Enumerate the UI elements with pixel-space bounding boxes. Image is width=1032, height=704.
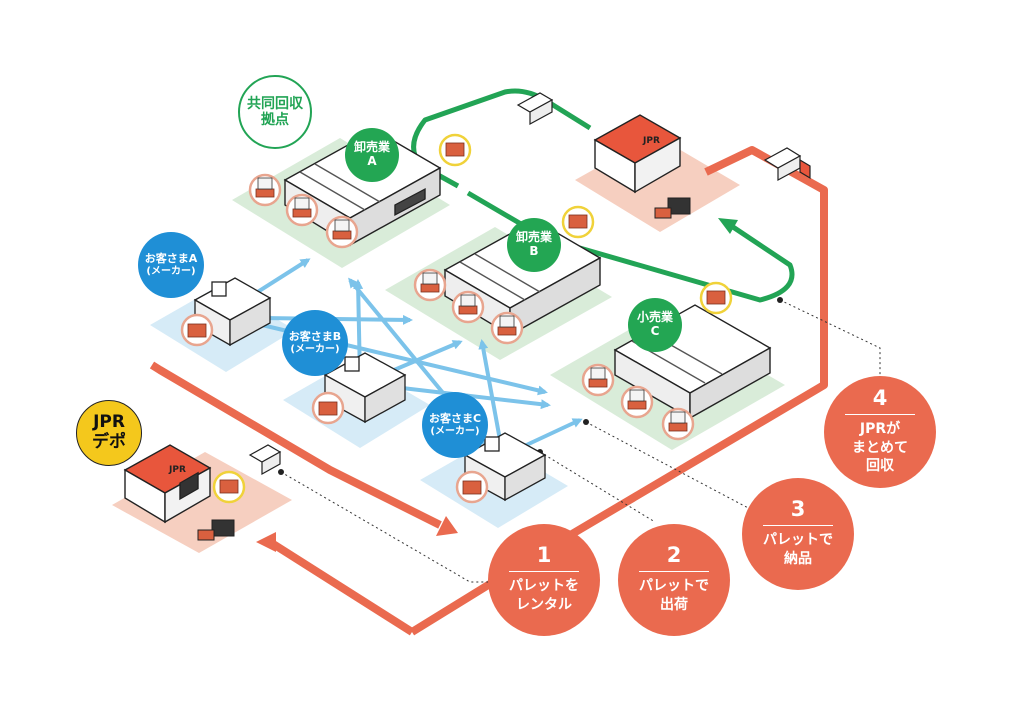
retail-c-letter: C [650, 324, 660, 338]
customer-b-sub: (メーカー) [290, 343, 340, 355]
step-3-text: パレットで 納品 [763, 532, 833, 567]
depot-bubble: JPR デポ [76, 400, 142, 466]
customer-a-label: お客さまA [144, 251, 198, 265]
retail-c-bubble: 小売業 C [628, 298, 682, 352]
customer-b-label: お客さまB [288, 329, 342, 343]
customer-c-bubble: お客さまC (メーカー) [422, 392, 488, 458]
collection-point-bubble: 共同回収 拠点 [238, 75, 312, 149]
customer-b-bubble: お客さまB (メーカー) [282, 310, 348, 376]
step-1-number: 1 [509, 545, 579, 573]
step-1: 1 パレットを レンタル [488, 524, 600, 636]
depot-building-sign: JPR [168, 465, 186, 475]
wholesale-b-label: 卸売業 [515, 230, 552, 245]
step-2-number: 2 [639, 545, 709, 573]
step-3: 3 パレットで 納品 [742, 478, 854, 590]
step-2: 2 パレットで 出荷 [618, 524, 730, 636]
factory-b [323, 352, 407, 424]
truck-icon [763, 147, 811, 182]
jpr-depot-building [123, 444, 212, 524]
step-4-number: 4 [845, 387, 915, 415]
wholesale-b-letter: B [529, 244, 539, 258]
wholesale-a-bubble: 卸売業 A [345, 128, 399, 182]
factory-c [463, 432, 547, 502]
wholesale-b-bubble: 卸売業 B [507, 218, 561, 272]
depot-label: JPR [93, 412, 125, 433]
customer-c-sub: (メーカー) [430, 425, 480, 437]
truck-icon [248, 444, 282, 476]
depot-ground [112, 452, 292, 553]
wholesale-a-letter: A [367, 154, 377, 168]
collection-building-sign: JPR [642, 136, 660, 146]
retail-c-label: 小売業 [636, 310, 673, 325]
leader-lines [280, 299, 881, 583]
collection-arrow [718, 218, 738, 234]
customer-a-bubble: お客さまA (メーカー) [138, 232, 204, 298]
return-line-bottom [267, 538, 415, 636]
site-pallet-circles [180, 173, 695, 504]
collection-point-label: 共同回収 拠点 [247, 95, 303, 128]
customer-a-sub: (メーカー) [146, 265, 196, 277]
step-1-text: パレットを レンタル [509, 578, 579, 613]
truck-icon [516, 92, 554, 126]
pallet-icon [187, 188, 688, 495]
step-2-text: パレットで 出荷 [639, 578, 709, 613]
warehouse-c [613, 304, 772, 420]
step-4: 4 JPRが まとめて 回収 [824, 376, 936, 488]
wholesale-a-label: 卸売業 [353, 140, 390, 155]
step-3-number: 3 [763, 499, 833, 527]
forklift-icon [197, 197, 691, 541]
box-icon [257, 177, 686, 424]
factory-a [193, 277, 272, 347]
depot-sub: デポ [92, 432, 126, 452]
customer-c-label: お客さまC [428, 411, 482, 425]
rental-arrow [436, 516, 458, 536]
step-4-text: JPRが まとめて 回収 [852, 420, 908, 475]
jpr-collection-building [593, 114, 682, 194]
rental-flow-line [149, 361, 442, 529]
pallet-icon [219, 142, 726, 494]
